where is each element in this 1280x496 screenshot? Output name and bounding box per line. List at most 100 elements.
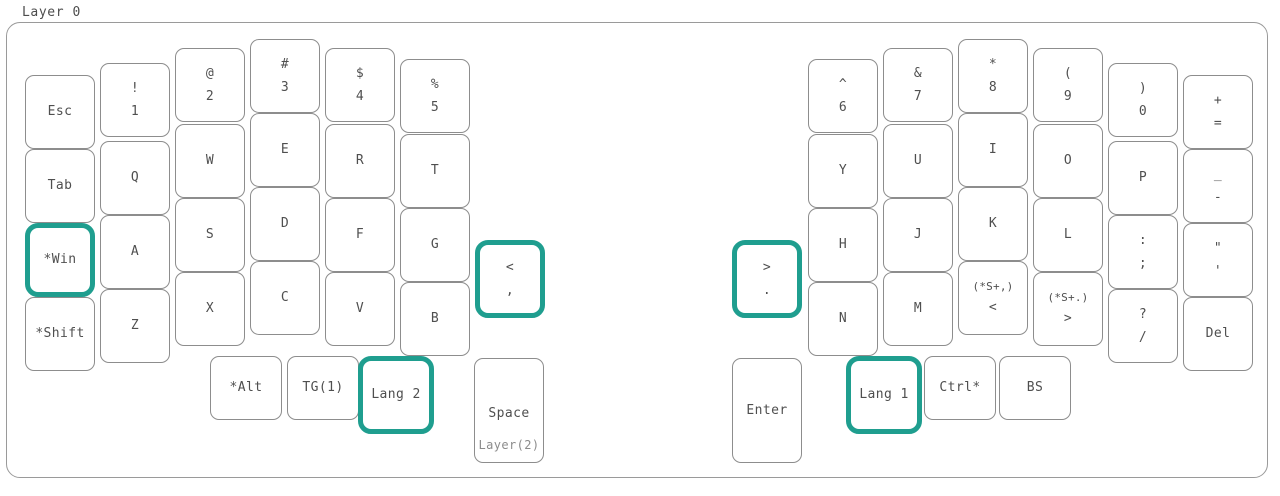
key-legend-main: H xyxy=(838,237,848,253)
key-legend-main: 3 xyxy=(280,79,290,95)
key-legend-top: (*S+.) xyxy=(1047,290,1089,304)
key-quote[interactable]: "' xyxy=(1183,223,1253,297)
key-tg1[interactable]: TG(1) xyxy=(287,356,359,420)
key-legend-main: *Shift xyxy=(35,326,85,342)
key-t[interactable]: T xyxy=(400,134,470,208)
key-legend-main: M xyxy=(913,301,923,317)
key-legend-main: Lang 1 xyxy=(859,387,909,403)
key-legend-main: W xyxy=(205,153,215,169)
key-v[interactable]: V xyxy=(325,272,395,346)
key-legend-main: Ctrl* xyxy=(939,380,981,396)
key-k6[interactable]: ^6 xyxy=(808,59,878,133)
key-u[interactable]: U xyxy=(883,124,953,198)
key-n[interactable]: N xyxy=(808,282,878,356)
key-h[interactable]: H xyxy=(808,208,878,282)
key-g[interactable]: G xyxy=(400,208,470,282)
key-k1[interactable]: !1 xyxy=(100,63,170,137)
key-k5[interactable]: %5 xyxy=(400,59,470,133)
key-k0[interactable]: )0 xyxy=(1108,63,1178,137)
key-legend-top: < xyxy=(505,259,515,275)
key-legend-main: X xyxy=(205,301,215,317)
key-gt[interactable]: (*S+.) > xyxy=(1033,272,1103,346)
key-legend-main: 6 xyxy=(838,99,848,115)
key-legend-main: Tab xyxy=(47,178,73,194)
key-m[interactable]: M xyxy=(883,272,953,346)
key-legend-main: I xyxy=(988,142,998,158)
key-comma[interactable]: <, xyxy=(475,240,545,318)
key-ctrl[interactable]: Ctrl* xyxy=(924,356,996,420)
key-z[interactable]: Z xyxy=(100,289,170,363)
key-legend-main: 8 xyxy=(988,79,998,95)
key-q[interactable]: Q xyxy=(100,141,170,215)
key-legend-main: *Alt xyxy=(229,380,263,396)
key-a[interactable]: A xyxy=(100,215,170,289)
key-del[interactable]: Del xyxy=(1183,297,1253,371)
key-legend-top: * xyxy=(988,56,998,72)
key-c[interactable]: C xyxy=(250,261,320,335)
key-minus[interactable]: _- xyxy=(1183,149,1253,223)
key-r[interactable]: R xyxy=(325,124,395,198)
key-legend-top: @ xyxy=(205,65,215,81)
key-esc[interactable]: Esc xyxy=(25,75,95,149)
key-l[interactable]: L xyxy=(1033,198,1103,272)
key-k8[interactable]: *8 xyxy=(958,39,1028,113)
key-lang1[interactable]: Lang 1 xyxy=(846,356,922,434)
key-legend-main: ; xyxy=(1138,255,1148,271)
key-legend-main: R xyxy=(355,153,365,169)
key-y[interactable]: Y xyxy=(808,134,878,208)
key-o[interactable]: O xyxy=(1033,124,1103,198)
key-enter[interactable]: Enter xyxy=(732,358,802,463)
key-tab[interactable]: Tab xyxy=(25,149,95,223)
key-legend-top: ? xyxy=(1138,306,1148,322)
key-period[interactable]: >. xyxy=(732,240,802,318)
key-semi[interactable]: :; xyxy=(1108,215,1178,289)
key-bs[interactable]: BS xyxy=(999,356,1071,420)
key-lang2[interactable]: Lang 2 xyxy=(358,356,434,434)
key-slash[interactable]: ?/ xyxy=(1108,289,1178,363)
key-p[interactable]: P xyxy=(1108,141,1178,215)
key-win[interactable]: *Win xyxy=(25,223,95,297)
key-f[interactable]: F xyxy=(325,198,395,272)
key-legend-main: C xyxy=(280,290,290,306)
key-legend-top: ) xyxy=(1138,80,1148,96)
key-b[interactable]: B xyxy=(400,282,470,356)
key-w[interactable]: W xyxy=(175,124,245,198)
key-legend-main: T xyxy=(430,163,440,179)
key-legend-top: # xyxy=(280,56,290,72)
key-legend-top: & xyxy=(913,65,923,81)
key-d[interactable]: D xyxy=(250,187,320,261)
key-k7[interactable]: &7 xyxy=(883,48,953,122)
key-legend-main: Enter xyxy=(746,402,788,418)
key-equal[interactable]: += xyxy=(1183,75,1253,149)
key-shift[interactable]: *Shift xyxy=(25,297,95,371)
key-legend-top: $ xyxy=(355,65,365,81)
key-legend-main: O xyxy=(1063,153,1073,169)
key-legend-main: K xyxy=(988,216,998,232)
key-legend-top: : xyxy=(1138,232,1148,248)
key-legend-main: > xyxy=(1063,311,1073,327)
key-i[interactable]: I xyxy=(958,113,1028,187)
key-alt[interactable]: *Alt xyxy=(210,356,282,420)
key-legend-main: Del xyxy=(1205,326,1231,342)
key-legend-main: 4 xyxy=(355,88,365,104)
key-k9[interactable]: (9 xyxy=(1033,48,1103,122)
key-e[interactable]: E xyxy=(250,113,320,187)
key-legend-top: ^ xyxy=(838,76,848,92)
key-legend-main: 0 xyxy=(1138,103,1148,119)
key-k3[interactable]: #3 xyxy=(250,39,320,113)
key-j[interactable]: J xyxy=(883,198,953,272)
key-legend-main: ' xyxy=(1213,263,1223,279)
key-k[interactable]: K xyxy=(958,187,1028,261)
key-s[interactable]: S xyxy=(175,198,245,272)
key-legend-main: BS xyxy=(1026,380,1044,396)
layer-title: Layer 0 xyxy=(22,5,81,20)
key-k4[interactable]: $4 xyxy=(325,48,395,122)
key-legend-main: E xyxy=(280,142,290,158)
key-k2[interactable]: @2 xyxy=(175,48,245,122)
key-legend-main: < xyxy=(988,300,998,316)
key-x[interactable]: X xyxy=(175,272,245,346)
key-lt[interactable]: (*S+,)< xyxy=(958,261,1028,335)
